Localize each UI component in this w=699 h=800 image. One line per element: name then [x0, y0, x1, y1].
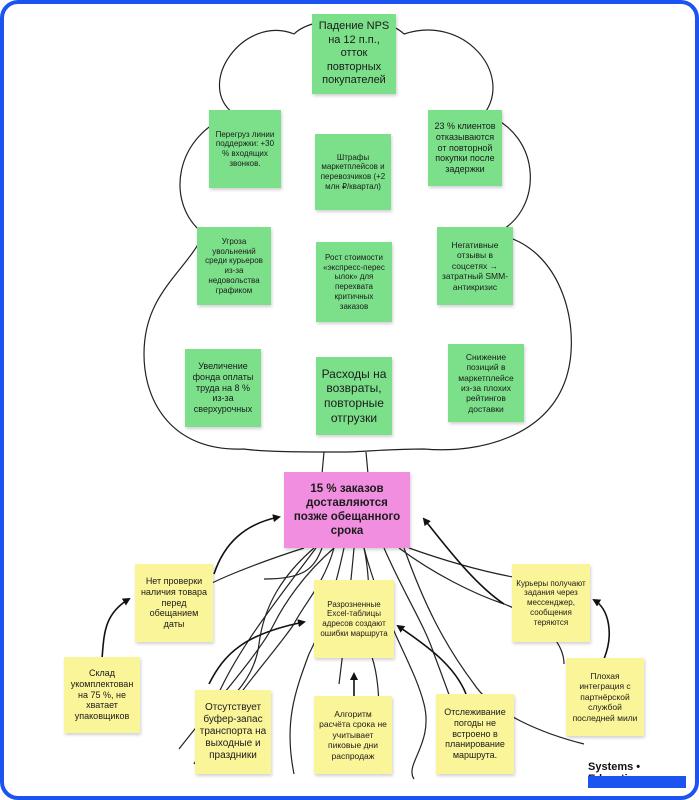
brand-bar — [588, 776, 686, 788]
cause-no-transport-buffer: Отсутствует буфер-запас транспорта на вы… — [195, 690, 271, 774]
consequence-nps-drop: Падение NPS на 12 п.п., отток повторных … — [312, 14, 396, 94]
consequence-returns-cost: Расходы на возвраты, повторные отгрузки — [316, 357, 392, 435]
cause-understaffed-warehouse: Склад укомплектован на 75 %, не хватает … — [64, 657, 140, 733]
consequence-fines: Штрафы маркетплейсов и перевозчиков (+2 … — [315, 134, 391, 210]
consequence-repeat-refusal: 23 % клиентов отказываются от повторной … — [428, 110, 502, 186]
consequence-courier-dismissal: Угроза увольнений среди курьеров из-за н… — [197, 227, 271, 305]
consequence-negative-reviews: Негативные отзывы в соцсетях → затратный… — [437, 227, 513, 305]
tree-trunk-outline — [321, 451, 369, 475]
tree-crown-outline — [143, 18, 572, 453]
cause-partner-integration: Плохая интеграция с партнёрской службой … — [566, 658, 644, 736]
arrows — [101, 514, 610, 696]
consequence-payroll-increase: Увеличение фонда оплаты труда на 8 % из-… — [185, 349, 261, 427]
consequence-express-cost: Рост стоимости «экспресс-перес ылок» для… — [316, 242, 392, 322]
central-problem: 15 % заказов доставляются позже обещанно… — [284, 472, 410, 548]
consequence-ranking-drop: Снижение позиций в маркетплейсе из-за пл… — [448, 344, 524, 422]
cause-no-stock-check: Нет проверки наличия товара перед обещан… — [135, 564, 213, 642]
cause-excel-address-tables: Разрозненные Excel-таблицы адресов созда… — [314, 580, 394, 658]
consequence-support-overload: Перегруз линии поддержки: +30 % входящих… — [209, 110, 281, 188]
cause-messenger-tasks: Курьеры получают задания через мессендже… — [512, 564, 590, 642]
cause-algorithm-peak-days: Алгоритм расчёта срока не учитывает пико… — [314, 696, 392, 774]
cause-weather-tracking: Отслеживание погоды не встроено в планир… — [436, 694, 514, 774]
